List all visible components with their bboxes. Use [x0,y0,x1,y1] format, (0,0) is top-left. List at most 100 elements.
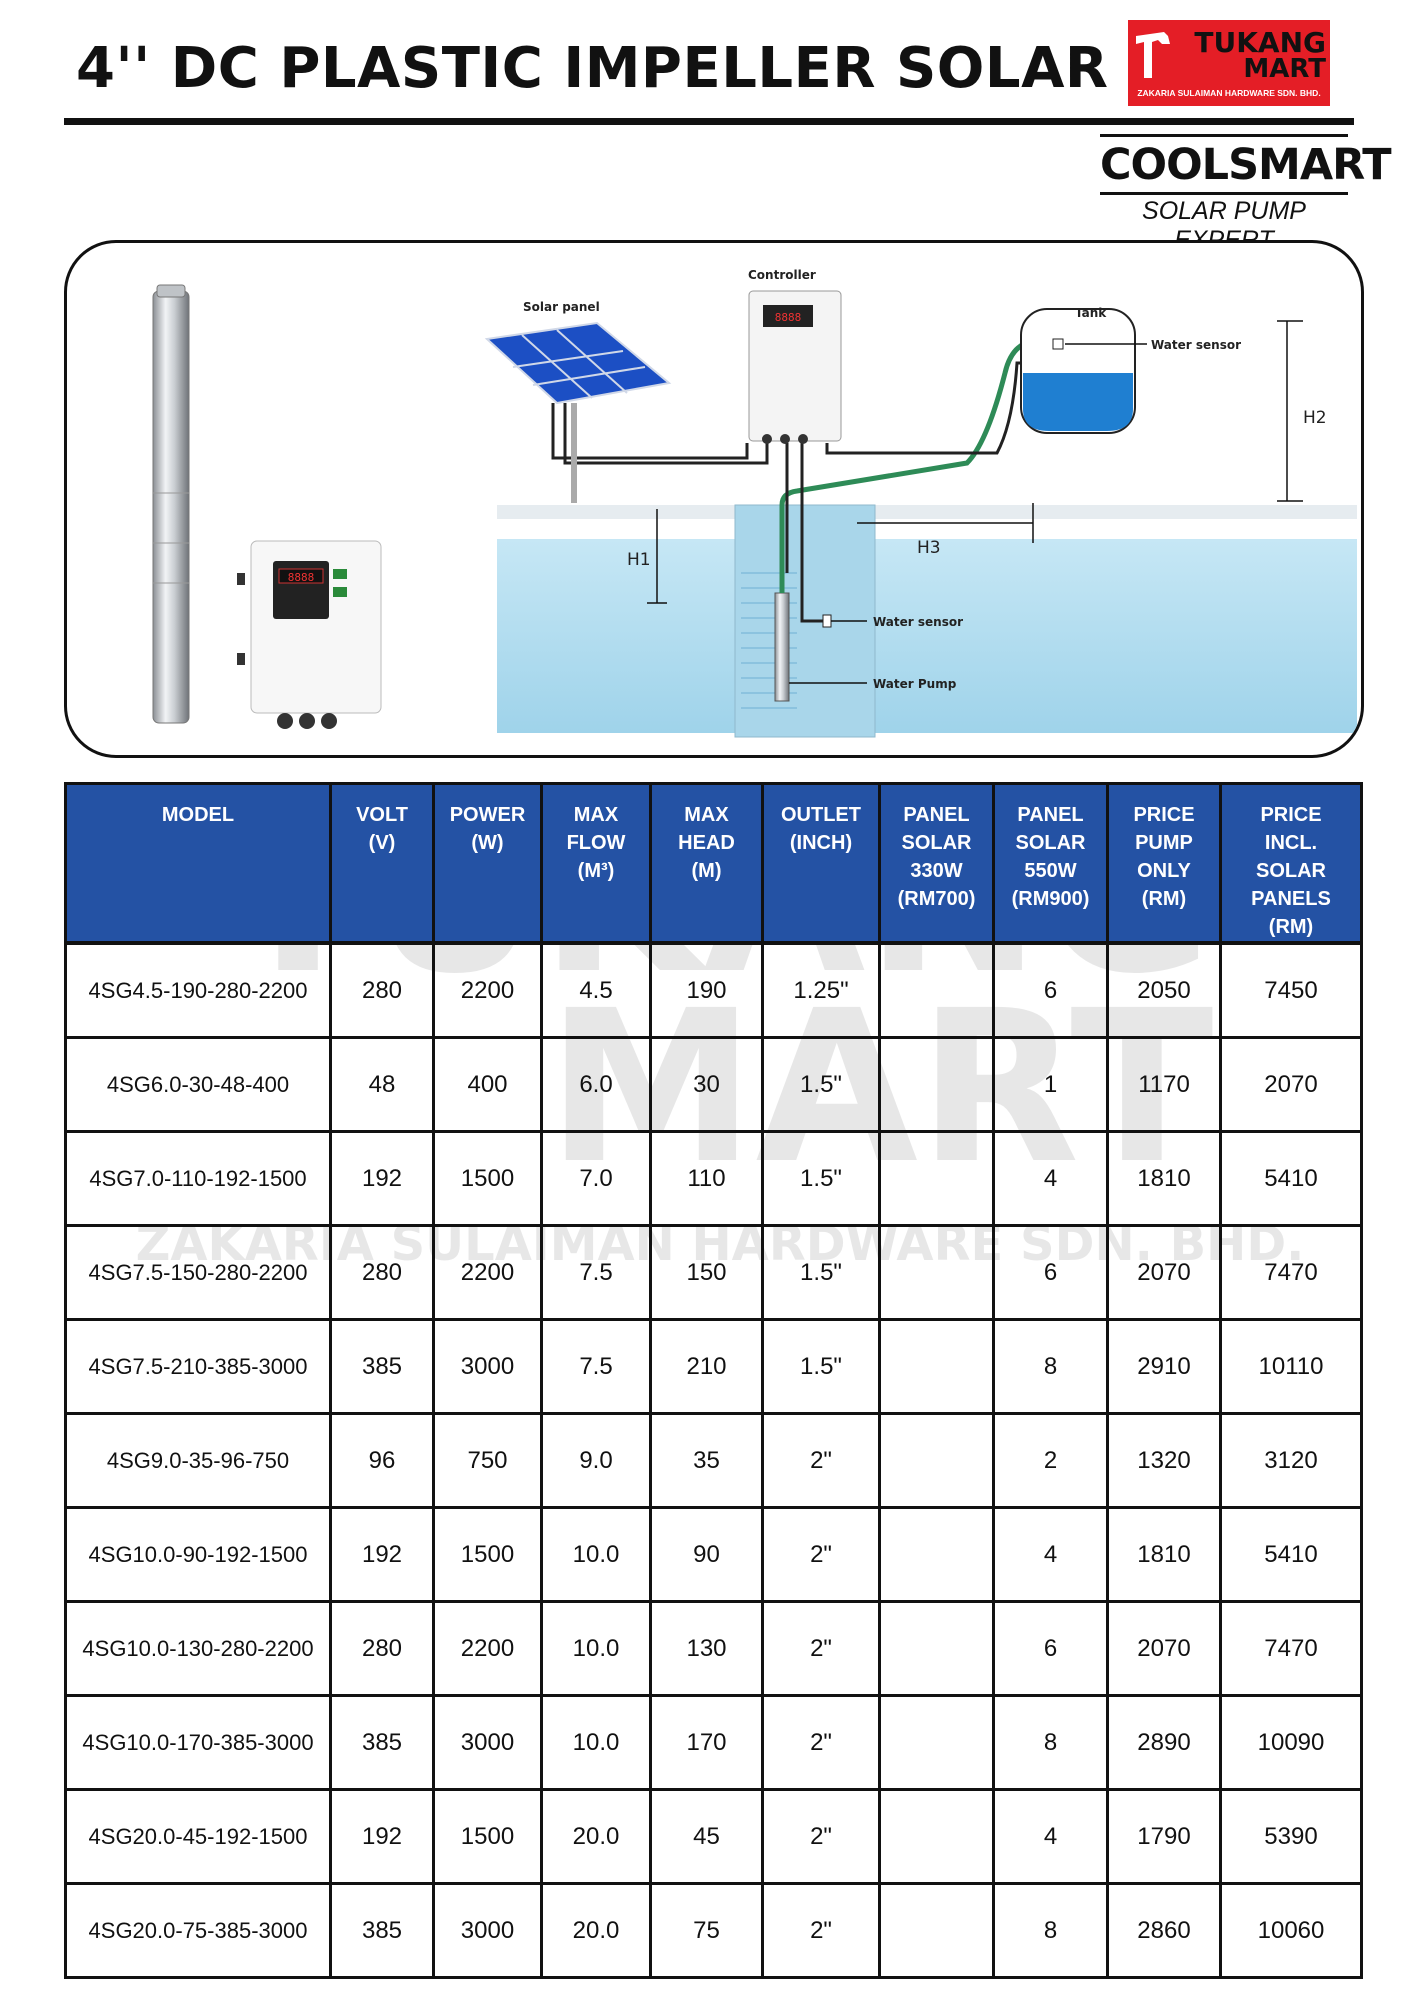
table-cell: 45 [649,1788,764,1885]
table-cell: 1 [992,1036,1109,1133]
table-cell: 1500 [432,1130,543,1227]
table-cell [878,1694,995,1791]
table-cell: 7450 [1219,941,1363,1039]
table-cell: 2200 [432,1224,543,1321]
label-solar-panel: Solar panel [523,300,600,314]
controller-product-image: 8888 [237,540,382,729]
table-cell: 90 [649,1506,764,1603]
table-cell: 35 [649,1412,764,1509]
table-cell: 1170 [1106,1036,1222,1133]
label-water-sensor-tank: Water sensor [1151,338,1241,352]
label-water-pump: Water Pump [873,677,957,691]
column-header-line: ONLY [1137,860,1191,882]
column-header-line: (M³) [577,860,615,882]
table-cell: 1500 [432,1788,543,1885]
table-cell: 1500 [432,1506,543,1603]
column-header-line: PANELS [1251,888,1331,910]
column-header-line: HEAD [678,832,735,854]
column-header-line: PANEL [1017,804,1084,826]
column-header-line: (RM) [1141,888,1187,910]
table-cell: 10.0 [540,1600,652,1697]
table-cell: 2890 [1106,1694,1222,1791]
table-cell: 750 [432,1412,543,1509]
column-header: VOLT (V) [329,782,435,945]
table-cell: 2" [761,1788,881,1885]
table-cell: 1.5" [761,1130,881,1227]
label-h3: H3 [917,538,941,558]
label-h2: H2 [1303,408,1327,428]
table-cell: 2200 [432,1600,543,1697]
table-cell: 5390 [1219,1788,1363,1885]
table-cell: 1320 [1106,1412,1222,1509]
column-header-line: MAX [573,804,619,826]
table-cell: 280 [329,1600,435,1697]
table-cell: 4 [992,1506,1109,1603]
table-cell: 385 [329,1694,435,1791]
column-header-line: (RM700) [897,888,976,910]
column-header-line: OUTLET [781,804,861,826]
column-header-line: 550W [1024,860,1077,882]
table-cell: 1.5" [761,1318,881,1415]
column-header-line: (V) [368,832,396,854]
column-header: OUTLET (INCH) [761,782,881,945]
table-cell: 3120 [1219,1412,1363,1509]
column-header-line: SOLAR [1256,860,1326,882]
table-cell: 400 [432,1036,543,1133]
table-cell: 1810 [1106,1130,1222,1227]
column-header-line: (W) [471,832,504,854]
page-title: 4'' DC PLASTIC IMPELLER SOLAR PUMP [76,36,1314,101]
table-cell: 8 [992,1318,1109,1415]
column-header-line: FLOW [566,832,626,854]
table-cell: 192 [329,1130,435,1227]
column-header-line: (M) [691,860,722,882]
model-cell: 4SG7.5-210-385-3000 [64,1318,332,1415]
table-cell: 10090 [1219,1694,1363,1791]
column-header: POWER(W) [432,782,543,945]
table-cell: 9.0 [540,1412,652,1509]
column-header: MODEL [64,782,332,945]
model-cell: 4SG7.5-150-280-2200 [64,1224,332,1321]
column-header-line: (INCH) [789,832,853,854]
model-cell: 4SG10.0-90-192-1500 [64,1506,332,1603]
table-cell: 150 [649,1224,764,1321]
table-cell: 8 [992,1694,1109,1791]
table-cell: 48 [329,1036,435,1133]
table-cell: 6 [992,1600,1109,1697]
table-cell: 7.5 [540,1224,652,1321]
table-cell: 210 [649,1318,764,1415]
label-tank: Tank [1075,306,1107,320]
column-header-line: PRICE [1133,804,1195,826]
model-cell: 4SG4.5-190-280-2200 [64,941,332,1039]
coolsmart-logo: COOLSMART [1100,140,1392,190]
table-cell: 1.25" [761,941,881,1039]
table-cell: 10.0 [540,1694,652,1791]
schematic-controller-display: 8888 [775,311,802,324]
table-cell: 2910 [1106,1318,1222,1415]
table-cell: 75 [649,1882,764,1979]
table-cell: 5410 [1219,1506,1363,1603]
table-cell: 5410 [1219,1130,1363,1227]
column-header-line: SOLAR [901,832,972,854]
table-cell: 2200 [432,941,543,1039]
coolsmart-top-rule [1100,134,1348,137]
model-cell: 4SG6.0-30-48-400 [64,1036,332,1133]
table-cell [878,1882,995,1979]
label-water-sensor-well: Water sensor [873,615,963,629]
column-header-line: VOLT [356,804,408,826]
table-cell: 2070 [1219,1036,1363,1133]
table-cell: 2" [761,1506,881,1603]
table-cell: 96 [329,1412,435,1509]
table-cell: 1790 [1106,1788,1222,1885]
table-cell: 8 [992,1882,1109,1979]
column-header-line: 330W [910,860,963,882]
table-cell [878,941,995,1039]
